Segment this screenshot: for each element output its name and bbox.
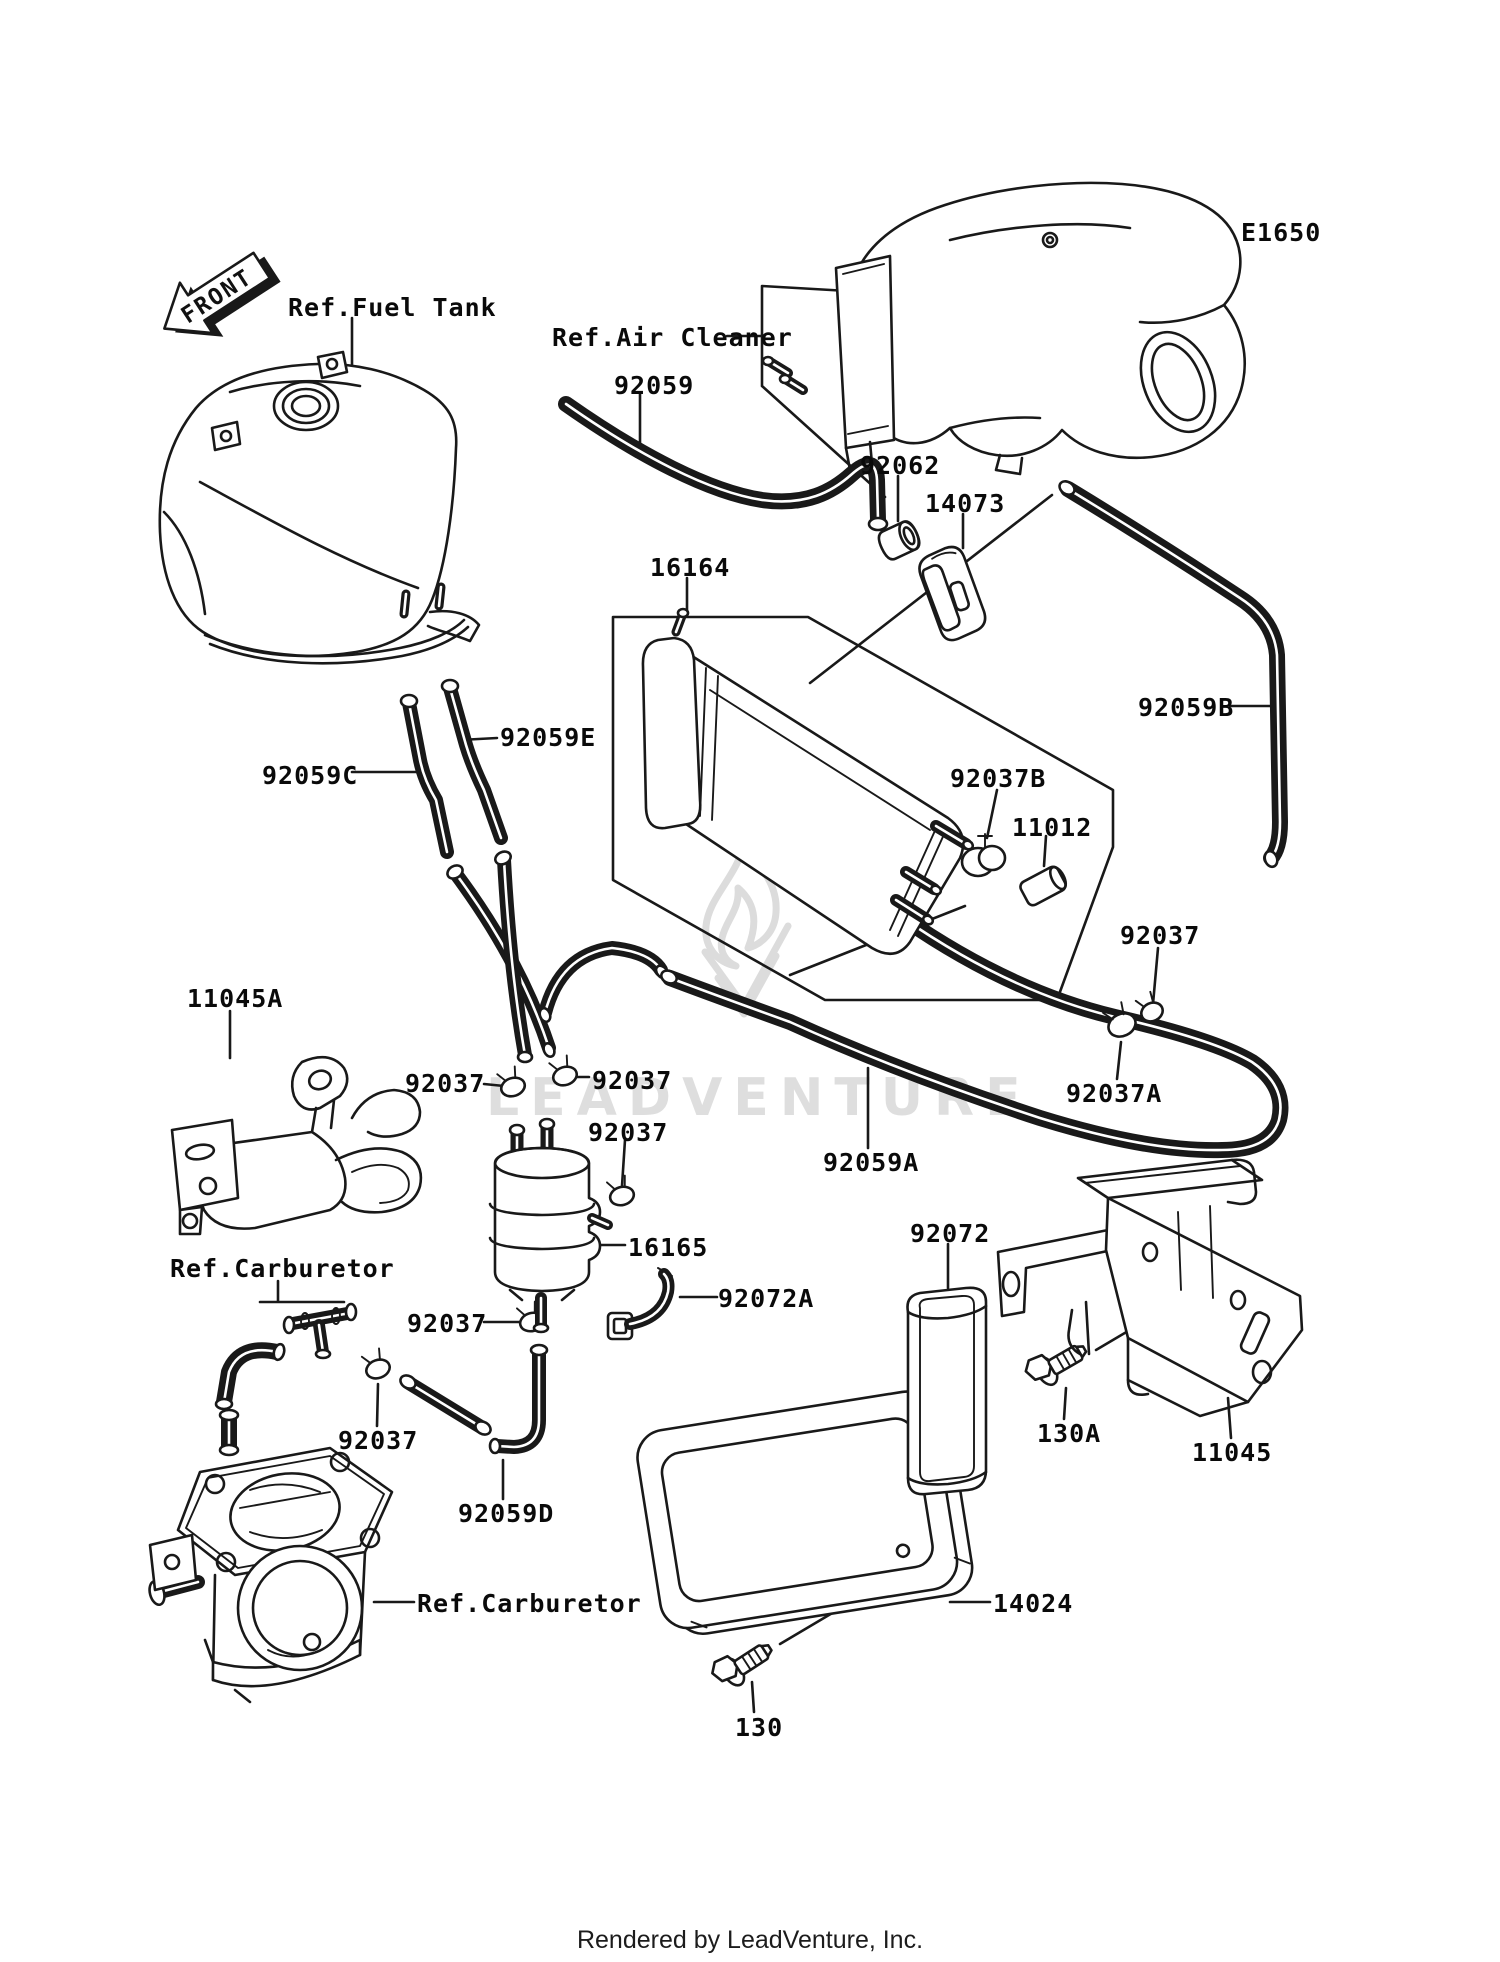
plug-11012: [1019, 865, 1068, 907]
clamp-92037-left: [496, 1065, 527, 1098]
label-part-92037-r1: 92037: [1120, 921, 1201, 950]
label-part-16165: 16165: [628, 1233, 709, 1262]
footer-credit: Rendered by LeadVenture, Inc.: [576, 1926, 924, 1954]
hose-92059D-diagonal: [399, 1374, 492, 1436]
label-ref-carburetor-bot: Ref.Carburetor: [417, 1589, 642, 1618]
label-part-92059: 92059: [614, 371, 695, 400]
label-part-14073: 14073: [925, 489, 1006, 518]
clamp-92037-right: [1134, 990, 1164, 1023]
label-part-92037-l1: 92037: [405, 1069, 486, 1098]
label-part-92059D: 92059D: [458, 1499, 555, 1528]
canister-boundary-box: [611, 615, 1115, 1002]
hose-92059D-vertical: [488, 1343, 549, 1455]
label-ref-air-cleaner: Ref.Air Cleaner: [552, 323, 793, 352]
label-part-92059E: 92059E: [500, 723, 597, 752]
bushing-92062: [877, 520, 921, 561]
hose-segment-cross-right: [494, 850, 534, 1064]
bolt-130A: [1024, 1344, 1088, 1387]
label-part-92072: 92072: [910, 1219, 991, 1248]
fuel-filter-16165: [488, 1117, 613, 1334]
label-part-130A: 130A: [1037, 1419, 1102, 1448]
hose-92059E: [440, 678, 508, 845]
fuel-tank: [158, 350, 481, 665]
label-part-14024: 14024: [993, 1589, 1074, 1618]
label-part-11045A: 11045A: [187, 984, 284, 1013]
label-part-130: 130: [735, 1713, 784, 1742]
band-92072A: [606, 1267, 675, 1341]
label-part-92062: 92062: [860, 451, 941, 480]
grommet-92037B: [960, 833, 1007, 878]
bracket-11045: [996, 1158, 1304, 1418]
label-part-16164: 16164: [650, 553, 731, 582]
label-code-e1650: E1650: [1241, 218, 1322, 247]
hose-92059B: [1058, 480, 1288, 869]
hose-arc-over-filter: [538, 941, 670, 1024]
label-part-92037B: 92037B: [950, 764, 1047, 793]
label-part-92037-l2: 92037: [592, 1066, 673, 1095]
label-part-92059B: 92059B: [1138, 693, 1235, 722]
label-part-92072A: 92072A: [718, 1284, 815, 1313]
clamp-92037-filter: [606, 1174, 636, 1207]
clamp-92037-bottom: [360, 1347, 391, 1380]
bracket-11045A: [170, 1055, 423, 1236]
cover-14024: [636, 1390, 974, 1636]
label-ref-fuel-tank: Ref.Fuel Tank: [288, 293, 497, 322]
air-cleaner: [761, 181, 1246, 476]
sleeve-tube: [218, 1408, 240, 1457]
label-part-11012: 11012: [1012, 813, 1093, 842]
clamp-92037-mid: [548, 1054, 579, 1087]
band-92072: [906, 1286, 988, 1496]
label-ref-carburetor-top: Ref.Carburetor: [170, 1254, 395, 1283]
cap-14073: [918, 545, 987, 642]
bolt-130: [711, 1644, 773, 1687]
elbow-hose-carb: [214, 1342, 286, 1411]
label-part-92037A: 92037A: [1066, 1079, 1163, 1108]
label-part-92037-b1: 92037: [407, 1309, 488, 1338]
canister-16164: [641, 607, 975, 956]
label-part-92037-l3: 92037: [588, 1118, 669, 1147]
label-part-92059C: 92059C: [262, 761, 359, 790]
hose-92059: [558, 396, 889, 532]
label-part-92037-b2: 92037: [338, 1426, 419, 1455]
label-part-11045: 11045: [1192, 1438, 1273, 1467]
carburetor: [148, 1446, 394, 1704]
hose-92059C: [399, 693, 454, 859]
clamp-92037A: [1102, 1001, 1137, 1038]
label-part-92059A: 92059A: [823, 1148, 920, 1177]
tee-fitting: [282, 1302, 358, 1360]
